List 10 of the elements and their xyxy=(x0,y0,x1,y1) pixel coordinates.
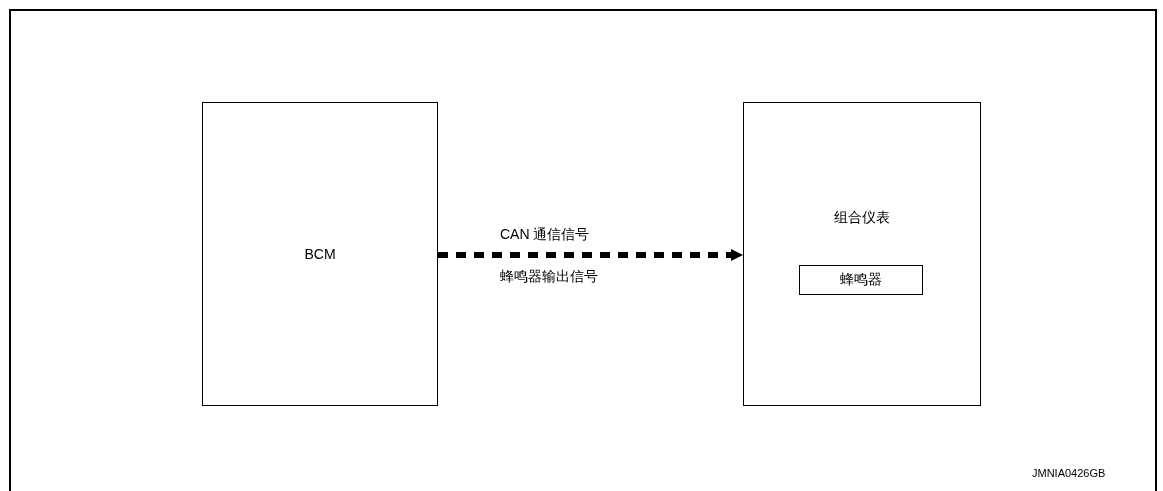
module-box xyxy=(743,102,981,406)
box-label: BCM xyxy=(304,246,336,262)
signal-label: 蜂鸣器输出信号 xyxy=(500,268,598,286)
box-label: 组合仪表 xyxy=(834,209,890,227)
signal-arrow xyxy=(438,249,743,261)
module-box xyxy=(202,102,438,406)
edge-label: CAN 通信信号 xyxy=(500,226,590,244)
box-label: 蜂鸣器 xyxy=(840,271,882,289)
component-box xyxy=(799,265,923,295)
figure-code: JMNIA0426GB xyxy=(1032,467,1106,479)
